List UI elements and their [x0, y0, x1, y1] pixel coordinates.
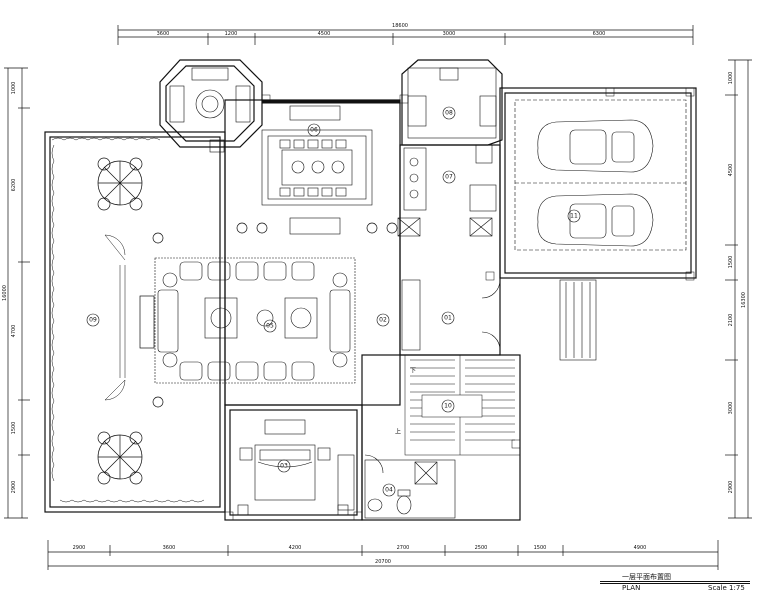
left-total-dim: 16000	[2, 285, 8, 301]
room-05-label: 05	[266, 323, 274, 330]
room-08-label: 08	[445, 110, 453, 117]
title-rule-thin	[600, 583, 750, 584]
garage-cars	[514, 99, 687, 251]
bottom-dim-2: 3600	[163, 545, 176, 551]
bedroom-furniture	[237, 419, 355, 516]
bottom-dim-6: 1500	[534, 545, 547, 551]
right-total-dim: 16300	[741, 292, 747, 308]
entry-hall	[401, 279, 501, 351]
room-02-label: 02	[379, 317, 387, 324]
drawing-scale: Scale 1:75	[708, 584, 745, 592]
dimension-labels: 18600 3600 1200 4500 3000 6300 2900 3600…	[2, 23, 747, 565]
top-dim-1: 3600	[157, 31, 170, 37]
drawing-title-block: 一层平面布置图 PLAN Scale 1:75	[600, 572, 750, 594]
right-dim-3: 1500	[728, 256, 734, 269]
kitchen-fixtures	[397, 67, 497, 237]
living-room-furniture	[154, 257, 356, 384]
terrace-planting	[51, 137, 205, 503]
room-03-label: 03	[280, 463, 288, 470]
stairwell	[404, 354, 521, 456]
stair-down-label: 下	[410, 368, 416, 375]
room-06-label: 06	[310, 127, 318, 134]
top-dimension-lines	[117, 25, 694, 45]
top-dim-2: 1200	[225, 31, 238, 37]
left-dimension-lines	[4, 67, 30, 519]
bay-lounge	[169, 67, 251, 153]
right-dim-4: 2100	[728, 314, 734, 327]
bottom-total-dim: 20700	[375, 559, 391, 565]
room-number-labels: 01 02 03 04 05 06 07 08 09 10 11	[89, 110, 578, 494]
left-dim-3: 4700	[11, 325, 17, 338]
room-09-label: 09	[89, 317, 97, 324]
umbrella-table-top	[97, 157, 143, 211]
dining-room-furniture	[261, 105, 373, 235]
left-dim-4: 1500	[11, 422, 17, 435]
bottom-dim-4: 2700	[397, 545, 410, 551]
right-dim-5: 3000	[728, 402, 734, 415]
top-total-dim: 18600	[392, 23, 408, 29]
room-10-label: 10	[444, 403, 452, 410]
left-dim-2: 6200	[11, 179, 17, 192]
room-04-label: 04	[385, 487, 393, 494]
column-hatches	[224, 87, 695, 521]
bottom-dim-7: 4900	[634, 545, 647, 551]
terrace-doors	[104, 234, 126, 401]
garage-walkway	[559, 279, 597, 361]
drawing-plan-label: PLAN	[622, 584, 641, 592]
right-dim-2: 4500	[728, 164, 734, 177]
bottom-dimension-lines	[47, 540, 719, 570]
left-dim-1: 1000	[11, 82, 17, 95]
bottom-dim-5: 2500	[475, 545, 488, 551]
top-dim-5: 6300	[593, 31, 606, 37]
stair-up-label: 上	[395, 428, 401, 436]
title-rule-thick	[600, 581, 750, 582]
drawing-title-chinese: 一层平面布置图	[622, 573, 671, 581]
room-07-label: 07	[445, 174, 453, 181]
right-dim-1: 1000	[728, 72, 734, 85]
bathroom-fixtures	[364, 454, 456, 519]
top-dim-3: 4500	[318, 31, 331, 37]
decor-pots	[152, 222, 398, 408]
umbrella-table-bottom	[97, 431, 143, 485]
bottom-dim-3: 4200	[289, 545, 302, 551]
fireplace	[139, 295, 155, 349]
room-markers	[86, 106, 581, 497]
bottom-dim-1: 2900	[73, 545, 86, 551]
top-dim-4: 3000	[443, 31, 456, 37]
room-01-label: 01	[444, 315, 452, 322]
right-dim-6: 2900	[728, 481, 734, 494]
room-11-label: 11	[570, 213, 578, 220]
exterior-walls	[44, 59, 697, 521]
right-dimension-lines	[725, 59, 752, 519]
left-dim-5: 2900	[11, 481, 17, 494]
